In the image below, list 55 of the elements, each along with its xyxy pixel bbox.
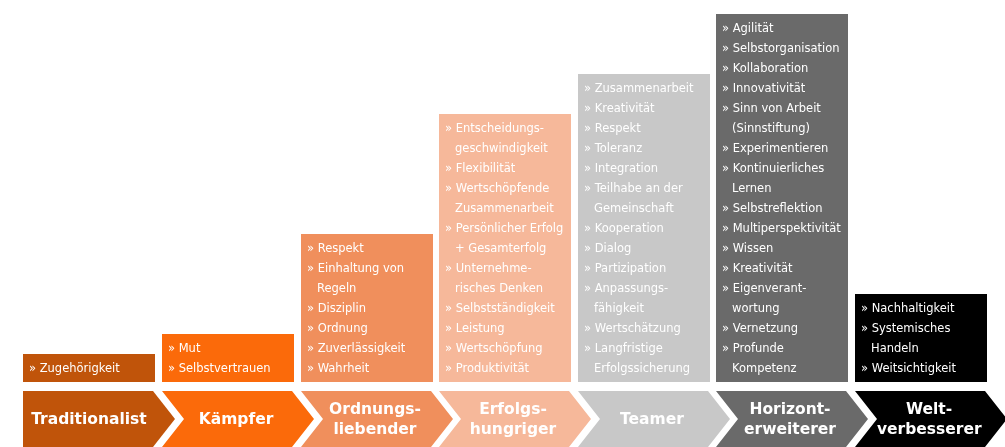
stage-label: Erfolgs- hungriger [468,399,558,439]
list-item: » Unternehme- risches Denken [445,260,545,297]
list-item: » Selbstorganisation [722,40,841,57]
list-item: » Systemisches Handeln [861,320,952,357]
list-item: » Selbstständigkeit [445,300,556,317]
list-item: » Leistung [445,320,506,337]
list-item: » Respekt [307,240,365,257]
list-item: » Agilität [722,20,775,37]
value-column [162,334,294,382]
list-item: » Experimentieren [722,140,830,157]
stage-banner [578,391,730,447]
stage-label: Horizont- erweiterer [743,399,837,439]
list-item: » Wertschöpfung [445,340,544,357]
stage-banner [855,391,1005,447]
stage-banner [301,391,453,447]
list-item: » Wertschöpfende Zusammenarbeit [445,180,555,217]
list-item: » Multiperspektivität [722,220,842,237]
list-item: » Eigenverant- wortung [722,280,808,317]
value-column [439,114,571,382]
list-item: » Disziplin [307,300,367,317]
list-item: » Weitsichtigkeit [861,360,957,377]
value-column [716,14,848,382]
list-item: » Kreativität [722,260,794,277]
list-item: » Wissen [722,240,775,257]
list-item: » Nachhaltigkeit [861,300,956,317]
list-item: » Wahrheit [307,360,371,377]
stage-label: Ordnungs- liebender [328,399,422,439]
list-item: » Sinn von Arbeit (Sinnstiftung) [722,100,822,137]
list-item: » Persönlicher Erfolg + Gesamterfolg [445,220,565,257]
list-item: » Zuverlässigkeit [307,340,407,357]
value-column [23,354,155,382]
stage-banner [439,391,591,447]
list-item: » Innovativität [722,80,807,97]
list-item: » Vernetzung [722,320,800,337]
list-item: » Selbstvertrauen [168,360,272,377]
list-item: » Selbstreflektion [722,200,824,217]
list-item: » Ordnung [307,320,369,337]
list-item: » Profunde Kompetenz [722,340,798,377]
value-column [578,74,710,382]
value-column [301,234,433,382]
stage-label: Traditionalist [30,409,148,429]
stage-banner [162,391,314,447]
list-item: » Flexibilität [445,160,517,177]
list-item: » Entscheidungs- geschwindigkeit [445,120,549,157]
list-item: » Mut [168,340,202,357]
value-column [855,294,987,382]
stage-label: Welt- verbesserer [876,399,983,439]
stage-banner [716,391,868,447]
list-item: » Produktivität [445,360,530,377]
list-item: » Einhaltung von Regeln [307,260,406,297]
list-item: » Zugehörigkeit [29,360,121,377]
stage-label: Kämpfer [197,409,275,429]
list-item: » Kollaboration [722,60,810,77]
stage-banner [23,391,175,447]
list-item: » Kontinuierliches Lernen [722,160,826,197]
